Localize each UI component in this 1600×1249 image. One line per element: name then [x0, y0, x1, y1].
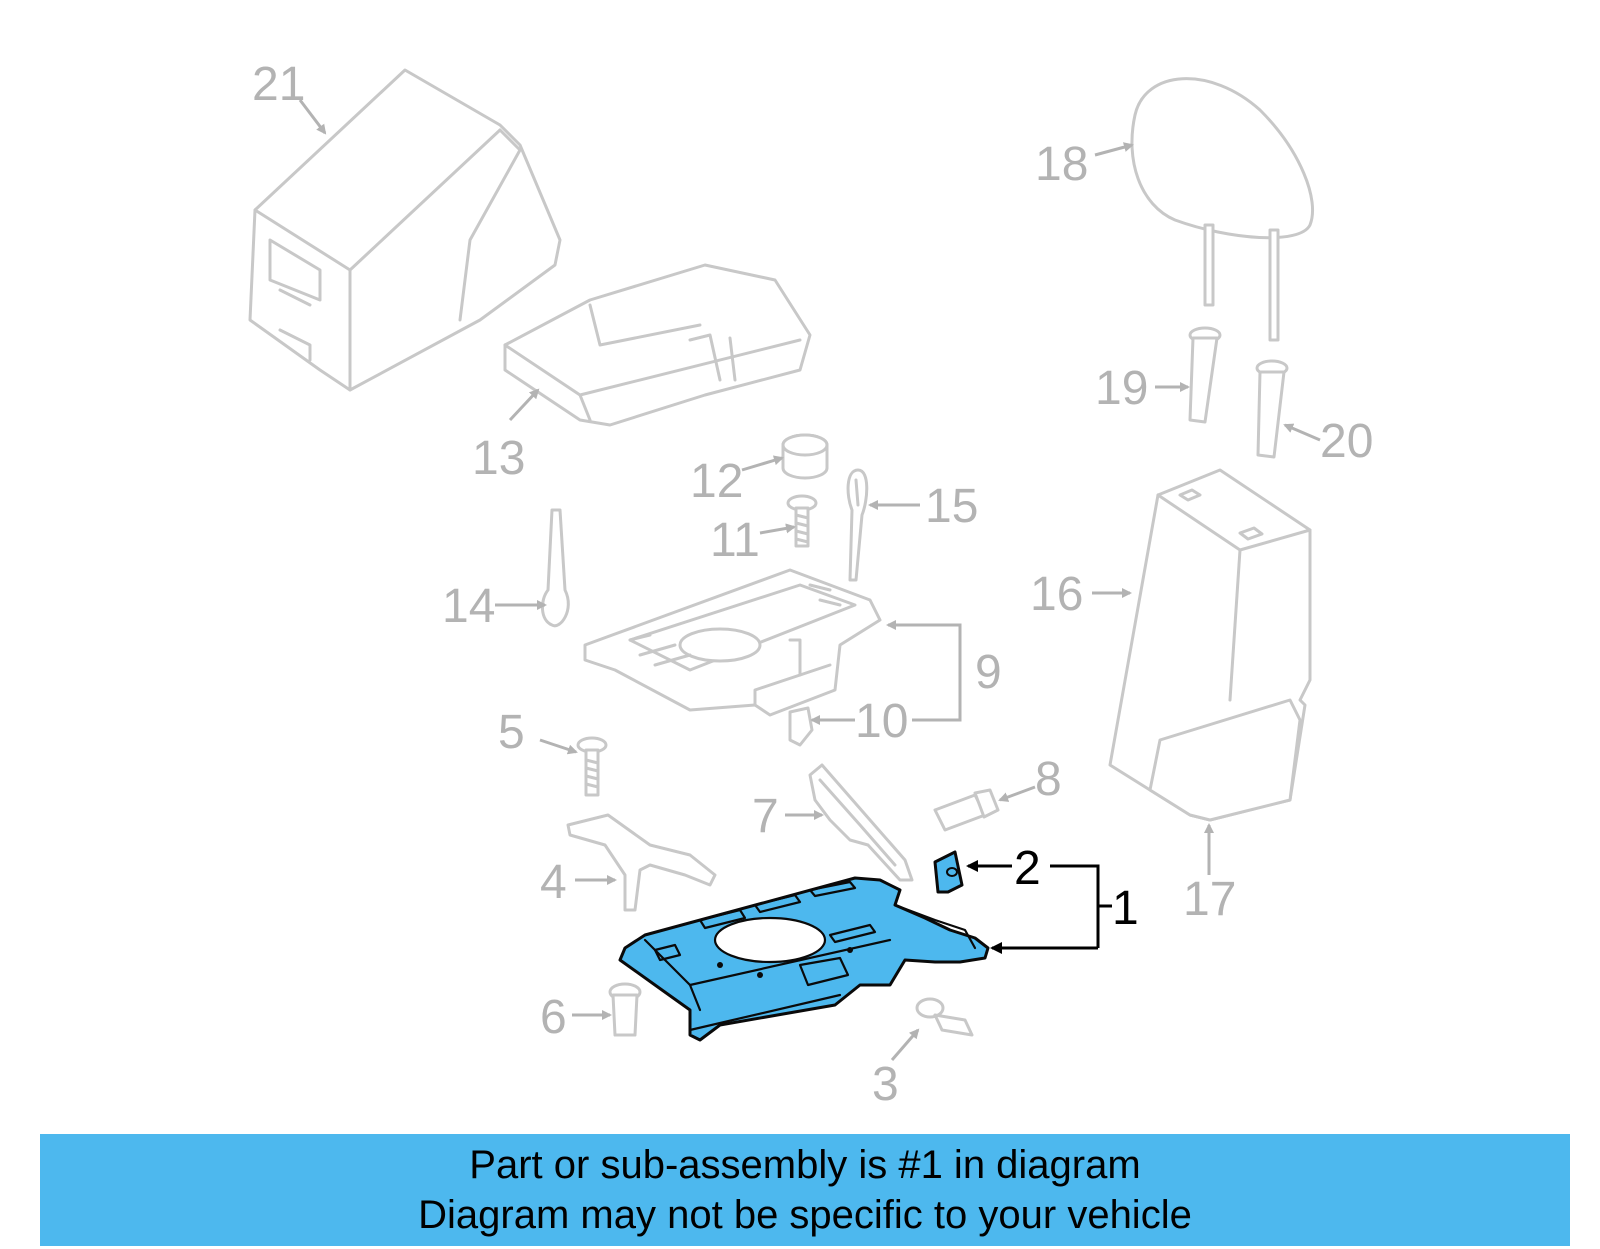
- callout-2: 2: [1014, 842, 1041, 895]
- part-18-drawing: [1130, 77, 1315, 342]
- callout-20: 20: [1320, 415, 1373, 468]
- callout-4: 4: [540, 856, 567, 909]
- callout-3: 3: [872, 1058, 899, 1111]
- callout-18: 18: [1035, 138, 1088, 191]
- callout-1: 1: [1112, 882, 1139, 935]
- part-14-drawing: [541, 508, 570, 628]
- callout-13: 13: [472, 432, 525, 485]
- callout-17: 17: [1183, 873, 1236, 926]
- part-6-drawing: [608, 982, 642, 1037]
- callout-16: 16: [1030, 568, 1083, 621]
- part-13-drawing: [503, 263, 812, 427]
- part-16-drawing: [1108, 468, 1312, 822]
- banner-line-1: Part or sub-assembly is #1 in diagram: [469, 1143, 1141, 1187]
- info-banner: Part or sub-assembly is #1 in diagram Di…: [40, 1134, 1570, 1246]
- callout-5: 5: [498, 706, 525, 759]
- callout-6: 6: [540, 991, 567, 1044]
- callout-21: 21: [252, 58, 305, 111]
- part-5-drawing: [576, 736, 608, 797]
- part-20-drawing: [1255, 359, 1289, 459]
- part-21-drawing: [248, 68, 562, 392]
- callout-12: 12: [690, 455, 743, 508]
- callout-15: 15: [925, 480, 978, 533]
- callout-14: 14: [442, 580, 495, 633]
- part-11-drawing: [786, 494, 818, 548]
- callout-19: 19: [1095, 362, 1148, 415]
- part-9-drawing: [583, 568, 882, 717]
- part-15-drawing: [846, 468, 869, 582]
- part-10-drawing: [788, 706, 814, 747]
- callout-9: 9: [975, 646, 1002, 699]
- part-2-drawing: [933, 850, 964, 894]
- part-3-drawing: [915, 997, 974, 1037]
- callout-11: 11: [710, 514, 760, 567]
- callout-10: 10: [855, 695, 908, 748]
- callout-8: 8: [1035, 753, 1062, 806]
- part-7-drawing: [808, 763, 914, 882]
- part-1-drawing: [618, 876, 990, 1042]
- part-8-drawing: [933, 788, 1000, 832]
- part-19-drawing: [1188, 326, 1222, 424]
- part-12-drawing: [781, 433, 829, 480]
- banner-line-2: Diagram may not be specific to your vehi…: [418, 1193, 1192, 1237]
- part-4-drawing: [566, 813, 717, 912]
- callout-7: 7: [752, 790, 779, 843]
